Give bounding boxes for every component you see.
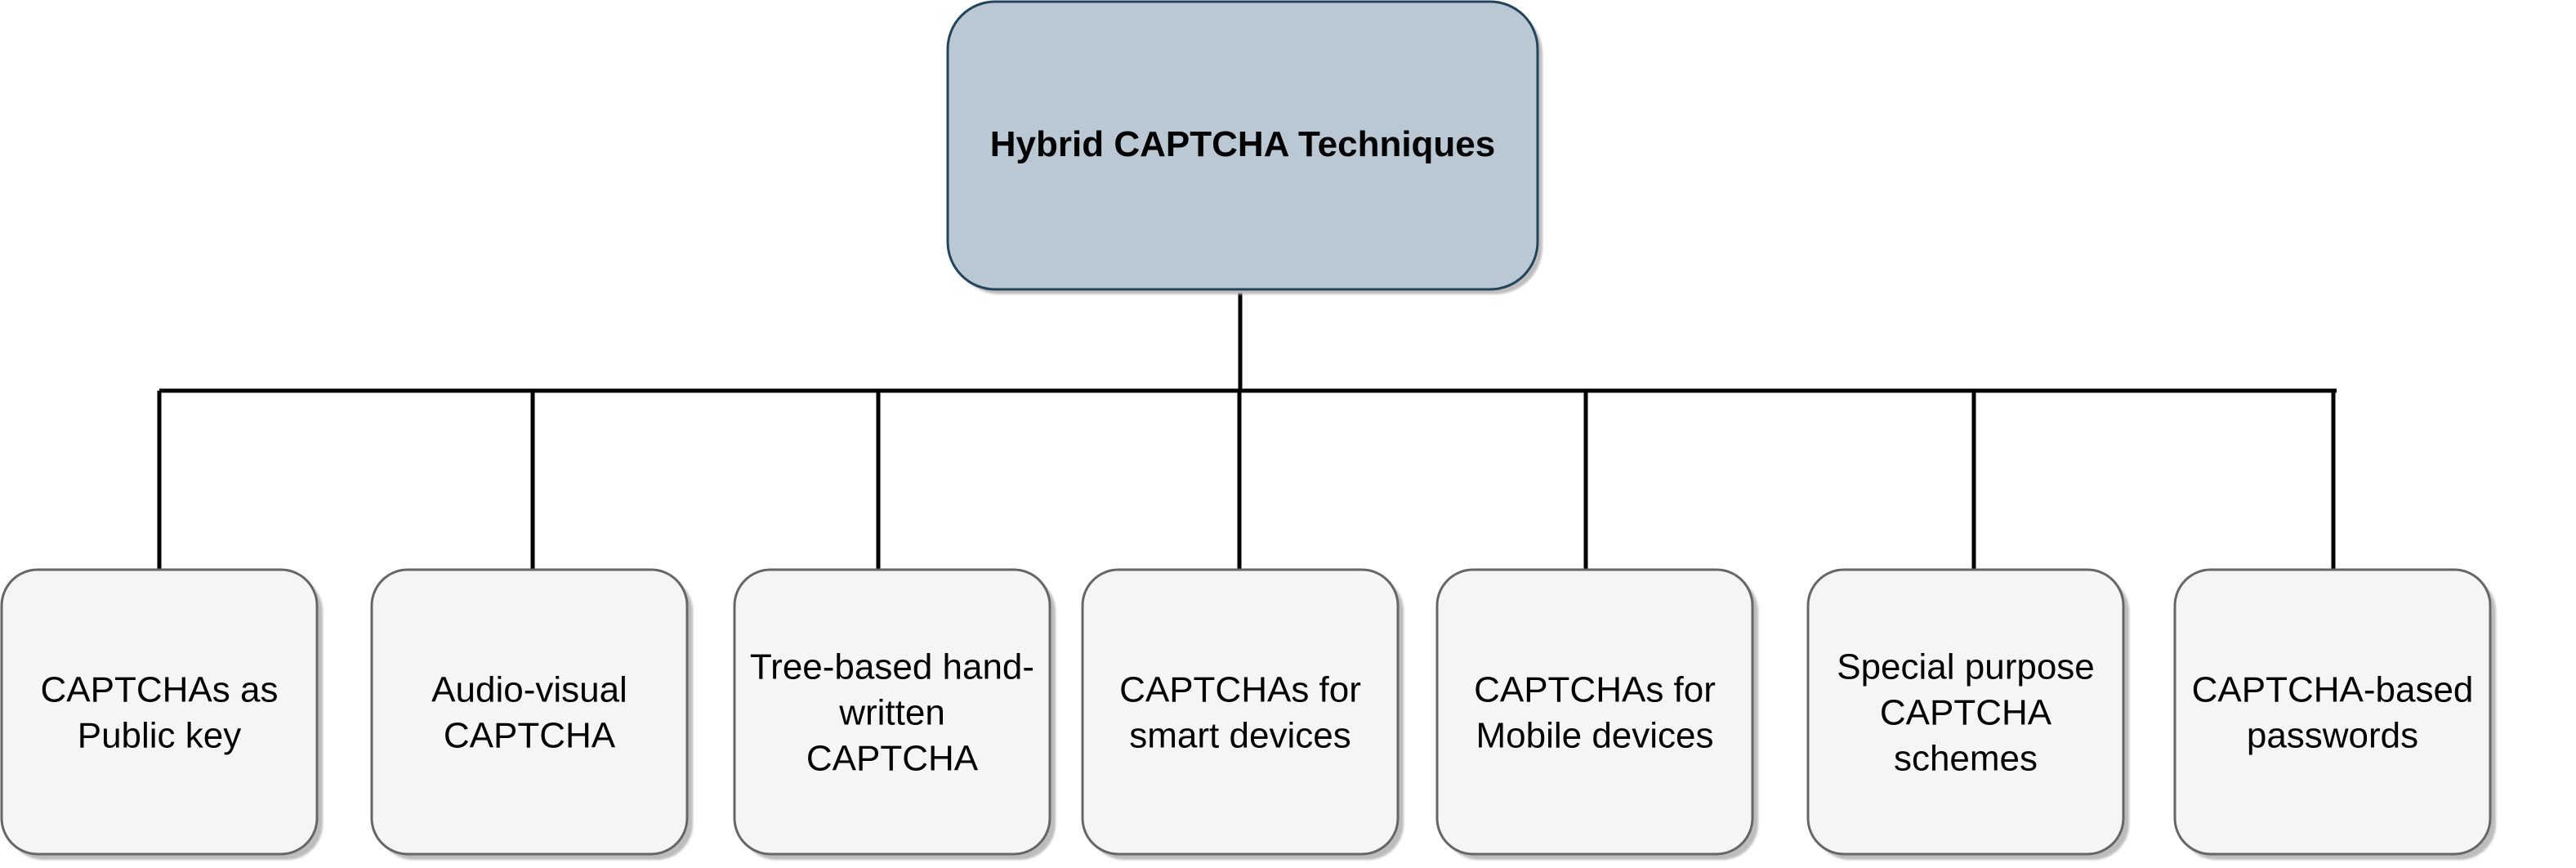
child-node-label: smart devices bbox=[1129, 715, 1351, 755]
child-node: CAPTCHA-based passwords bbox=[2173, 568, 2496, 860]
child-node-label: CAPTCHAs for bbox=[1119, 669, 1361, 709]
child-node: CAPTCHAs for smart devices bbox=[1081, 568, 1404, 860]
child-node: CAPTCHAs as Public key bbox=[0, 568, 323, 860]
child-node-box bbox=[370, 568, 689, 856]
root-node-label: Hybrid CAPTCHA Techniques bbox=[990, 124, 1496, 164]
child-node-label: schemes bbox=[1894, 738, 2038, 778]
child-node-box bbox=[1435, 568, 1754, 856]
child-node-label: passwords bbox=[2247, 715, 2418, 755]
child-node-label: CAPTCHAs as bbox=[41, 669, 279, 709]
root-node: Hybrid CAPTCHA Techniques bbox=[946, 0, 1542, 294]
child-node-box bbox=[2173, 568, 2492, 856]
root-node-box bbox=[946, 0, 1539, 291]
child-node-label: Mobile devices bbox=[1476, 715, 1713, 755]
child-node-label: Tree-based hand- bbox=[750, 647, 1034, 687]
child-node-box bbox=[1081, 568, 1400, 856]
child-node-label: CAPTCHA bbox=[444, 715, 616, 755]
child-node-box bbox=[1806, 568, 2125, 856]
child-node-box bbox=[0, 568, 319, 856]
child-node-label: CAPTCHA bbox=[1880, 692, 2052, 732]
child-node-label: Public key bbox=[78, 715, 242, 755]
child-node-label: Audio-visual bbox=[431, 669, 627, 709]
connectors bbox=[157, 289, 2337, 570]
child-node-label: CAPTCHA bbox=[806, 738, 979, 778]
child-node-label: Special purpose bbox=[1837, 647, 2095, 687]
child-node-label: CAPTCHA-based bbox=[2192, 669, 2474, 709]
child-node-box bbox=[733, 568, 1051, 856]
child-node-label: written bbox=[838, 692, 945, 732]
child-node-label: CAPTCHAs for bbox=[1474, 669, 1716, 709]
